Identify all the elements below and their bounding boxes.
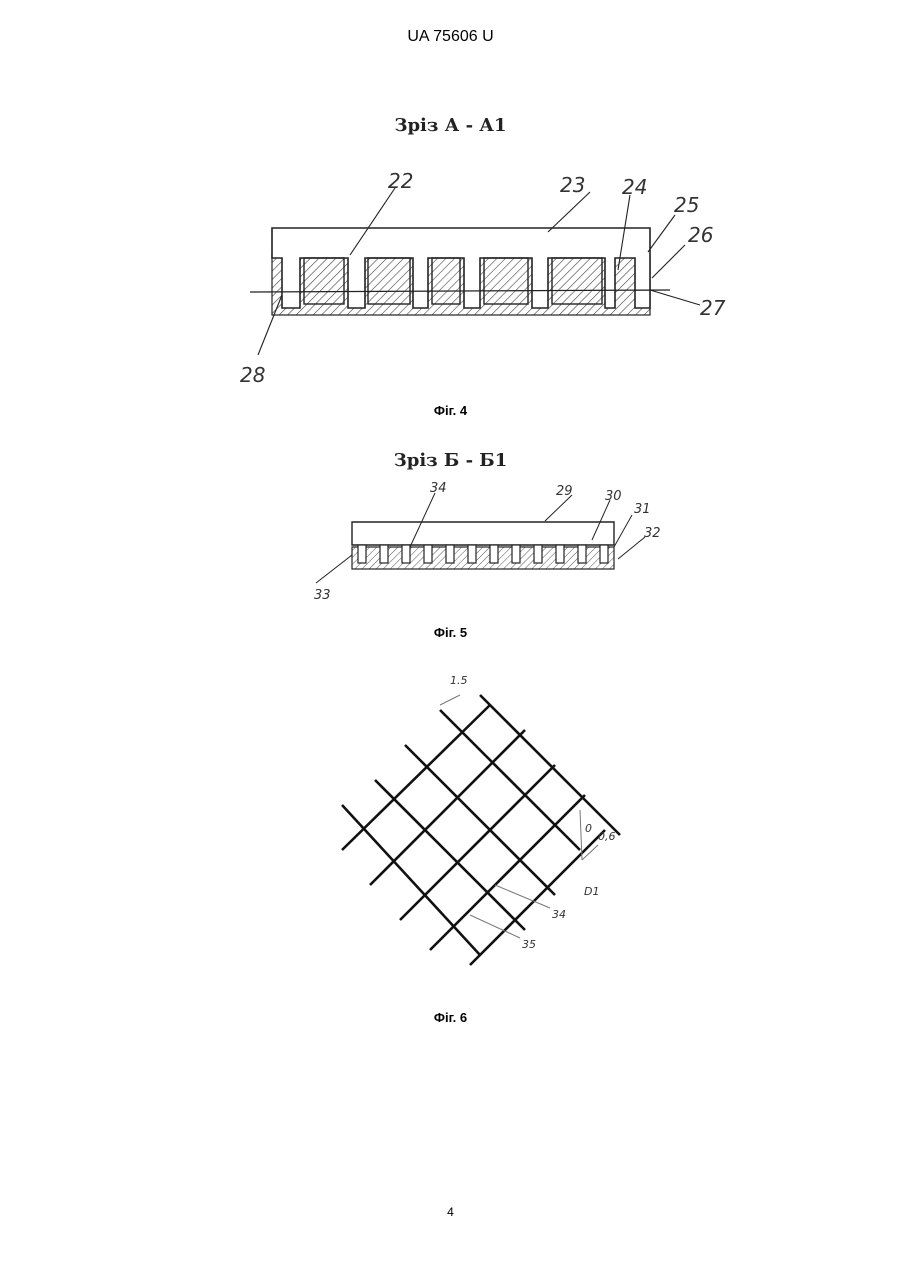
label-26: 26 [688, 223, 713, 247]
section-title-a-a1: Зріз А - А1 [0, 115, 901, 136]
label-29: 29 [556, 484, 573, 499]
label-31: 31 [634, 502, 651, 517]
figure-4-drawing: 22 23 24 25 26 27 28 [230, 160, 750, 395]
label-34: 34 [552, 908, 566, 921]
label-28: 28 [240, 363, 265, 387]
hatched-base-layer [352, 547, 614, 569]
section-title-b-b1: Зріз Б - Б1 [0, 450, 901, 471]
label-22: 22 [388, 169, 413, 193]
label-25: 25 [674, 193, 699, 217]
caption-fig-6: Фіг. 6 [0, 1010, 901, 1025]
label-24: 24 [622, 175, 647, 199]
hatched-base-layer [272, 255, 650, 315]
page-number: 4 [0, 1205, 901, 1219]
diamond-grid [342, 695, 620, 965]
patent-number-header: UA 75606 U [0, 28, 901, 46]
label-34: 34 [430, 481, 447, 496]
label-32: 32 [644, 526, 661, 541]
caption-fig-4: Фіг. 4 [0, 403, 901, 418]
label-27: 27 [700, 296, 726, 320]
label-0-6: 0,6 [598, 830, 616, 843]
label-33: 33 [314, 588, 331, 603]
comb-plate-outline [352, 522, 614, 545]
caption-fig-5: Фіг. 5 [0, 625, 901, 640]
label-23: 23 [560, 173, 585, 197]
label-30: 30 [605, 489, 622, 504]
figure-5-drawing: 34 29 30 31 32 33 [300, 475, 680, 610]
label-1-5: 1.5 [450, 674, 468, 687]
label-35: 35 [522, 938, 536, 951]
label-0: 0 [585, 822, 592, 835]
label-d1: D1 [584, 885, 599, 898]
figure-6-grid-drawing: 1.5 0 0,6 D1 34 35 [320, 660, 640, 980]
